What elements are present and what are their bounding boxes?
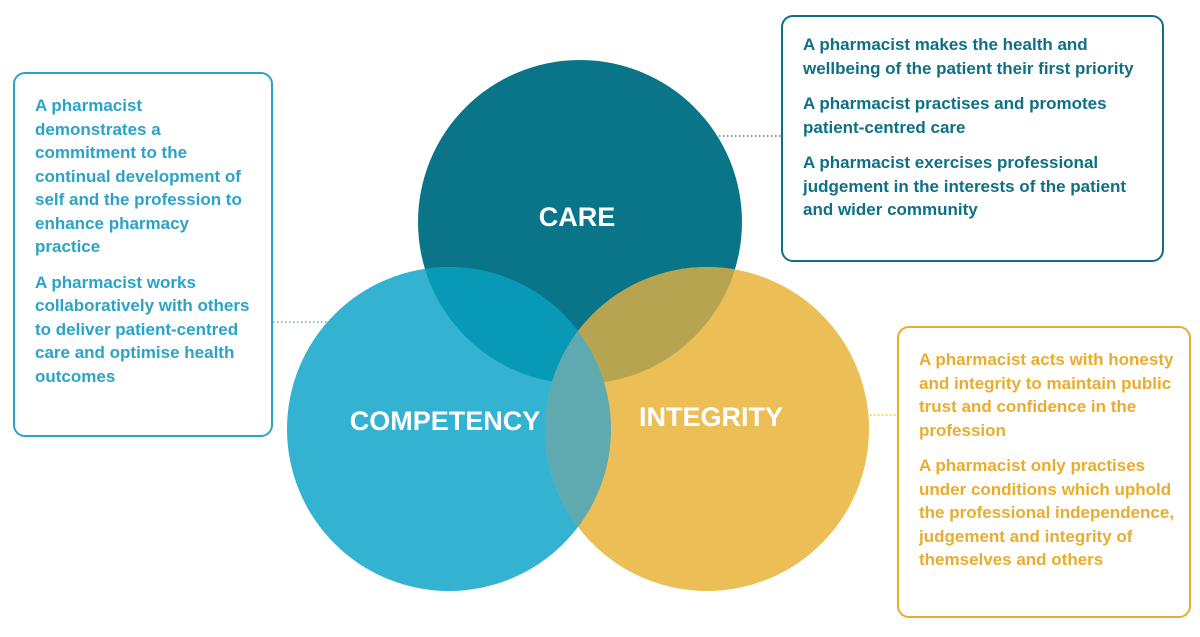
care-competency-overlap	[418, 267, 611, 384]
competency-label: COMPETENCY	[350, 406, 541, 436]
integrity-label: INTEGRITY	[639, 402, 783, 432]
care-label: CARE	[539, 202, 616, 232]
care-description-box: A pharmacist makes the health and wellbe…	[781, 15, 1164, 262]
care-integrity-overlap	[545, 267, 742, 384]
care-statement-1: A pharmacist makes the health and wellbe…	[803, 35, 1134, 78]
care-statement-2: A pharmacist practises and promotes pati…	[803, 94, 1107, 137]
competency-statement-1: A pharmacist demonstrates a commitment t…	[35, 96, 242, 256]
competency-description-box: A pharmacist demonstrates a commitment t…	[13, 72, 273, 437]
integrity-statement-1: A pharmacist acts with honesty and integ…	[919, 350, 1174, 440]
competency-statement-2: A pharmacist works collaboratively with …	[35, 272, 250, 386]
care-statement-3: A pharmacist exercises professional judg…	[803, 153, 1127, 219]
integrity-description-box: A pharmacist acts with honesty and integ…	[897, 326, 1191, 618]
integrity-statement-2: A pharmacist only practises under condit…	[919, 456, 1175, 569]
